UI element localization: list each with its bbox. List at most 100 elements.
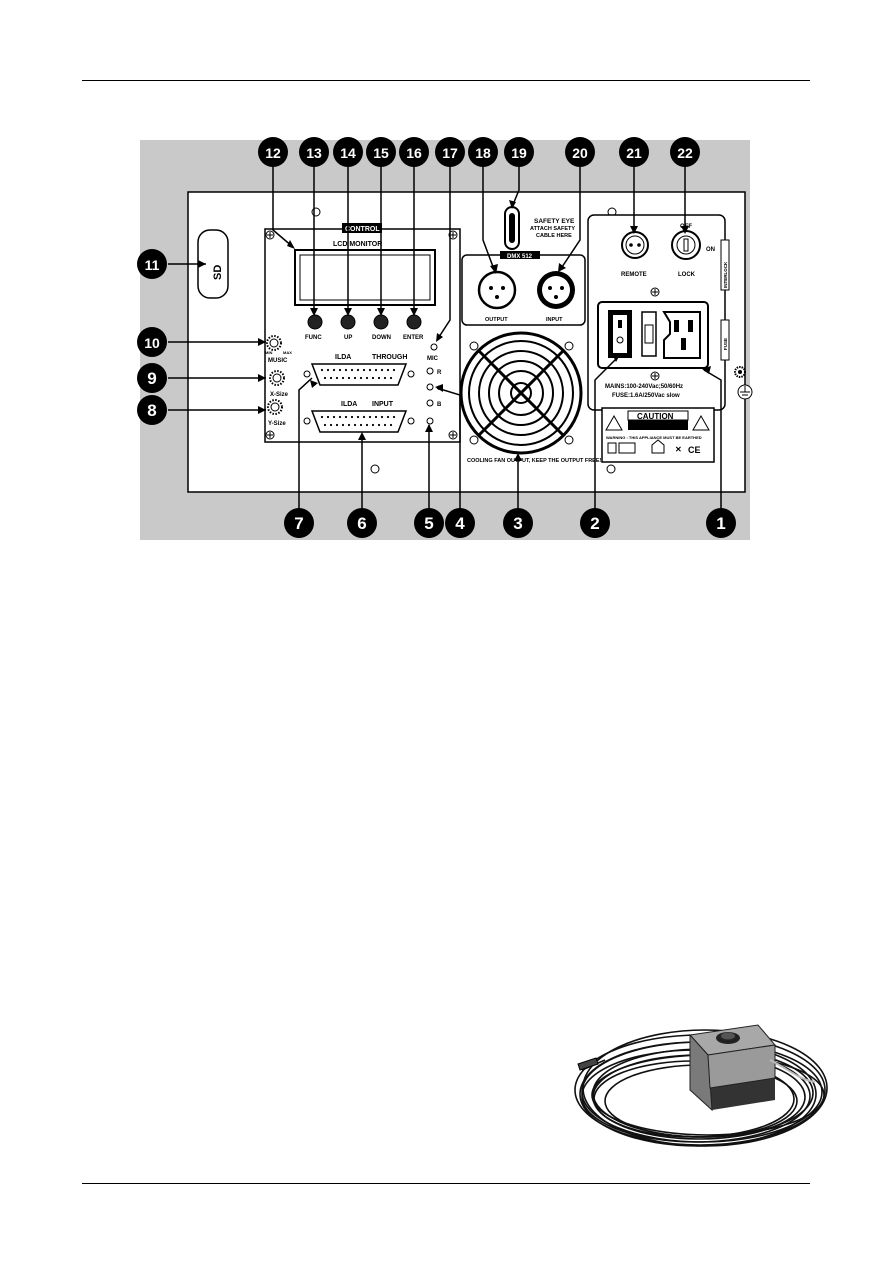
callout-20 [565,137,595,167]
callout-5 [414,508,444,538]
enter-label: ENTER [403,335,424,341]
callout-21-number: 21 [626,145,642,161]
callout-13 [299,137,329,167]
callout-12 [258,137,288,167]
key-lock[interactable] [671,230,701,260]
up-button[interactable] [340,314,356,330]
max-label: MAX [283,350,292,355]
callout-15 [366,137,396,167]
callout-18-number: 18 [475,145,491,161]
x-size-knob[interactable] [269,370,285,386]
callout-18 [468,137,498,167]
callout-6-number: 6 [357,514,366,533]
func-button[interactable] [307,314,323,330]
up-label: UP [344,335,352,341]
ilda-input-connector[interactable] [303,410,415,433]
callout-8 [137,395,167,425]
callout-8-number: 8 [147,401,156,420]
callout-10-number: 10 [144,335,160,351]
ilda-input-b: INPUT [372,401,394,408]
screw-hole [370,464,380,474]
callout-13-number: 13 [306,145,322,161]
remote-control-photo [574,1024,828,1147]
y-size-knob[interactable] [267,399,283,415]
header-rule [82,80,810,81]
callout-3 [503,508,533,538]
dmx-input-connector[interactable] [537,271,575,309]
ilda-through-connector[interactable] [303,363,415,386]
callout-21 [619,137,649,167]
logo-text: SD [212,265,224,280]
fuse-side-label: FUSE [723,338,728,350]
callout-19 [504,137,534,167]
callout-11 [137,249,167,279]
callout-10 [137,327,167,357]
enter-button[interactable] [406,314,422,330]
led-b-label: B [437,402,442,408]
callout-22-number: 22 [677,145,693,161]
on-label: ON [706,247,715,253]
x-size-label: X-Size [270,392,289,398]
callout-7 [284,508,314,538]
ilda-through-a: ILDA [335,354,351,361]
dmx-output-connector[interactable] [477,270,517,310]
led-r-label: R [437,370,442,376]
callout-7-number: 7 [294,514,303,533]
callout-12-number: 12 [265,145,281,161]
svg-text:CE: CE [688,445,701,455]
footer-rule [82,1183,810,1184]
callout-16-number: 16 [406,145,422,161]
mains-spec: MAINS:100-240Vac;50/60Hz [605,384,683,390]
lcd-screen [294,249,436,306]
callout-20-number: 20 [572,145,588,161]
callout-3-number: 3 [513,514,522,533]
ilda-through-b: THROUGH [372,354,407,361]
y-size-label: Y-Size [268,421,286,427]
ilda-input-a: ILDA [341,401,357,408]
fuse-spec: FUSE:1.6A/250Vac slow [612,393,680,399]
fan-warning: COOLING FAN OUTPUT, KEEP THE OUTPUT FREE… [467,458,605,464]
remote-label: REMOTE [621,272,647,278]
warning-text: WARNING : THIS APPLIANCE MUST BE EARTHED [606,435,702,440]
min-label: MIN [265,350,272,355]
interlock-label: INTERLOCK [723,261,728,288]
music-label: MUSIC [268,358,288,364]
mic-label: MIC [427,356,439,362]
callout-6 [347,508,377,538]
svg-text:✕: ✕ [675,445,682,454]
lock-label: LOCK [678,272,696,278]
callout-9-number: 9 [147,369,156,388]
caution-title: CAUTION [637,412,674,421]
iec-socket [662,311,701,359]
ground-symbol [734,366,753,400]
down-button[interactable] [373,314,389,330]
down-label: DOWN [372,335,391,341]
callout-11-number: 11 [145,257,160,273]
screw-hole [606,464,616,474]
led-r [426,367,434,375]
callout-1-number: 1 [716,514,725,533]
screw-hole [311,207,321,217]
mic-hole [430,343,438,351]
callout-4 [445,508,475,538]
safety-eye-label: SAFETY EYE [534,218,575,225]
callout-2 [580,508,610,538]
callout-19-number: 19 [511,145,527,161]
callout-22 [670,137,700,167]
led-g [426,383,434,391]
control-label: CONTROL [345,226,380,233]
callout-5-number: 5 [424,514,433,533]
attach-line-2: CABLE HERE [536,233,572,239]
dmx-label: DMX 512 [507,254,533,260]
music-knob[interactable] [266,335,282,351]
led-b [426,399,434,407]
led-power [426,417,434,425]
callout-4-number: 4 [455,514,465,533]
dmx-input-label: INPUT [546,317,563,323]
callout-markers [137,137,736,538]
cable-end-icon [577,1057,599,1071]
attach-line-1: ATTACH SAFETY [530,226,575,232]
remote-connector[interactable] [621,231,649,259]
callout-14-number: 14 [340,145,356,161]
